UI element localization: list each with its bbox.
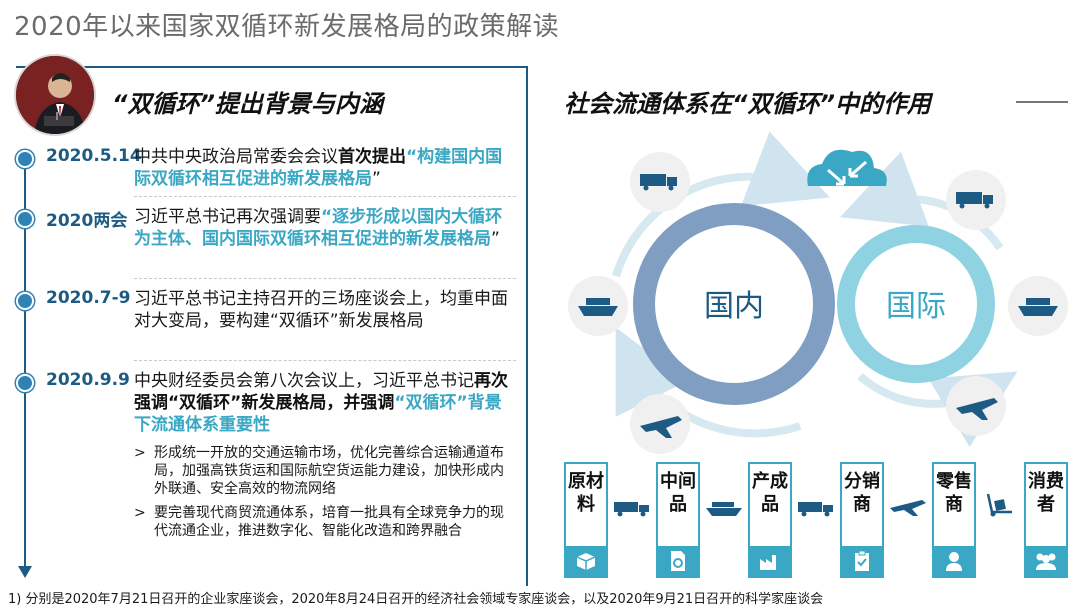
event-text: 习近平总书记再次强调要“逐步形成以国内大循环为主体、国内国际双循环相互促进的新发… <box>134 206 514 250</box>
bullet-item: > 形成统一开放的交通运输市场，优化完善综合运输通道布局，加强高铁货运和国际航空… <box>134 444 504 498</box>
plane-icon <box>630 394 690 454</box>
event-text-plain: 中共中央政治局常委会会议 <box>134 147 338 167</box>
event-text-highlight: “构建国内国际双循环相互促进的新发展格局 <box>134 147 503 189</box>
flow-step-label: 消费者 <box>1028 471 1064 515</box>
factory-icon <box>750 546 790 576</box>
supply-chain-flow: 原材料 中间品 产成品 分销商 零售商 消费者 <box>564 462 1074 580</box>
plane-icon <box>946 376 1006 436</box>
plane-icon <box>888 496 928 518</box>
bullet-text: 要完善现代商贸流通体系，培育一批具有全球竞争力的现代流通企业，推进数字化、智能化… <box>154 505 504 539</box>
domestic-ring-inner <box>657 227 811 381</box>
timeline-dot <box>16 292 34 310</box>
truck-icon <box>630 152 690 212</box>
flow-step-intermediate-goods: 中间品 <box>656 462 700 578</box>
domestic-label: 国内 <box>704 289 764 324</box>
flow-step-raw-materials: 原材料 <box>564 462 608 578</box>
bullet-text: 形成统一开放的交通运输市场，优化完善综合运输通道布局，加强高铁货运和国际航空货运… <box>154 445 504 497</box>
timeline-separator <box>134 360 516 361</box>
bullet-marker: > <box>134 445 146 461</box>
timeline-separator <box>134 278 516 279</box>
flow-step-label: 分销商 <box>844 471 880 515</box>
event-date: 2020.5.14 <box>46 146 142 166</box>
bullet-item: > 要完善现代商贸流通体系，培育一批具有全球竞争力的现代流通企业，推进数字化、智… <box>134 504 504 540</box>
dual-circulation-svg: 国内 国际 <box>568 131 1068 454</box>
clipboard-icon <box>842 546 882 576</box>
timeline-arrow-down <box>18 566 32 578</box>
timeline-dot <box>16 374 34 392</box>
bullet-list: > 形成统一开放的交通运输市场，优化完善综合运输通道布局，加强高铁货运和国际航空… <box>134 444 504 546</box>
hand-truck-icon <box>982 492 1018 518</box>
flow-step-retailer: 零售商 <box>932 462 976 578</box>
event-text-plain: 习近平总书记再次强调要 <box>134 207 321 227</box>
ship-icon <box>568 276 628 336</box>
flow-step-label: 原材料 <box>568 471 604 515</box>
event-date: 2020两会 <box>46 211 128 231</box>
truck-icon <box>796 498 836 518</box>
bullet-marker: > <box>134 505 146 521</box>
flow-arc <box>840 151 1004 251</box>
left-heading: “双循环”提出背景与内涵 <box>112 90 383 118</box>
international-ring <box>837 225 995 383</box>
speaker-photo <box>14 54 96 136</box>
event-date: 2020.9.9 <box>46 370 130 390</box>
timeline-dot <box>16 210 34 228</box>
event-text: 中央财经委员会第八次会议上，习近平总书记再次强调“双循环”新发展格局，并强调“双… <box>134 370 514 436</box>
event-text-highlight: “双循环”背景下流通体系重要性 <box>134 393 502 435</box>
person-icon <box>934 546 974 576</box>
flow-step-finished-goods: 产成品 <box>748 462 792 578</box>
international-label: 国际 <box>886 289 946 324</box>
truck-icon <box>946 170 1006 230</box>
flow-step-consumer: 消费者 <box>1024 462 1068 578</box>
timeline-dot <box>16 150 34 168</box>
event-text: 习近平总书记主持召开的三场座谈会上，均重申面对大变局，要构建“双循环”新发展格局 <box>134 289 508 331</box>
flow-step-distributor: 分销商 <box>840 462 884 578</box>
event-text-bold: 再次强调“双循环”新发展格局，并强调 <box>134 371 508 413</box>
flow-arc <box>615 327 802 438</box>
event-text-highlight: “逐步形成以国内大循环为主体、国内国际双循环相互促进的新发展格局 <box>134 207 503 249</box>
gear-doc-icon <box>658 546 698 576</box>
event-date: 2020.7-9 <box>46 288 131 308</box>
flow-step-label: 中间品 <box>660 471 696 515</box>
timeline-separator <box>134 196 516 197</box>
right-heading: 社会流通体系在“双循环”中的作用 <box>564 90 931 118</box>
page-title: 2020年以来国家双循环新发展格局的政策解读 <box>14 12 560 42</box>
ship-icon <box>704 500 744 518</box>
event-text: 中共中央政治局常委会会议首次提出“构建国内国际双循环相互促进的新发展格局” <box>134 146 514 190</box>
event-text-plain: ” <box>491 229 500 249</box>
left-panel-frame <box>16 66 528 586</box>
heading-rule <box>1016 101 1068 103</box>
event-text-plain: 中央财经委员会第八次会议上，习近平总书记 <box>134 371 474 391</box>
speaker-photo-illustration <box>16 56 94 134</box>
dual-circulation-diagram: 国内 国际 <box>560 126 1080 456</box>
event-text-plain: ” <box>372 169 381 189</box>
footnote: 1) 分别是2020年7月21日召开的企业家座谈会，2020年8月24日召开的经… <box>8 592 824 607</box>
box-icon <box>566 546 606 576</box>
timeline-line <box>24 150 26 570</box>
flow-step-label: 产成品 <box>752 471 788 515</box>
truck-icon <box>612 498 652 518</box>
people-icon <box>1026 546 1066 576</box>
cloud-exchange-icon <box>807 149 887 186</box>
event-text-bold: 首次提出 <box>338 147 406 167</box>
flow-step-label: 零售商 <box>936 471 972 515</box>
ship-icon <box>1008 276 1068 336</box>
